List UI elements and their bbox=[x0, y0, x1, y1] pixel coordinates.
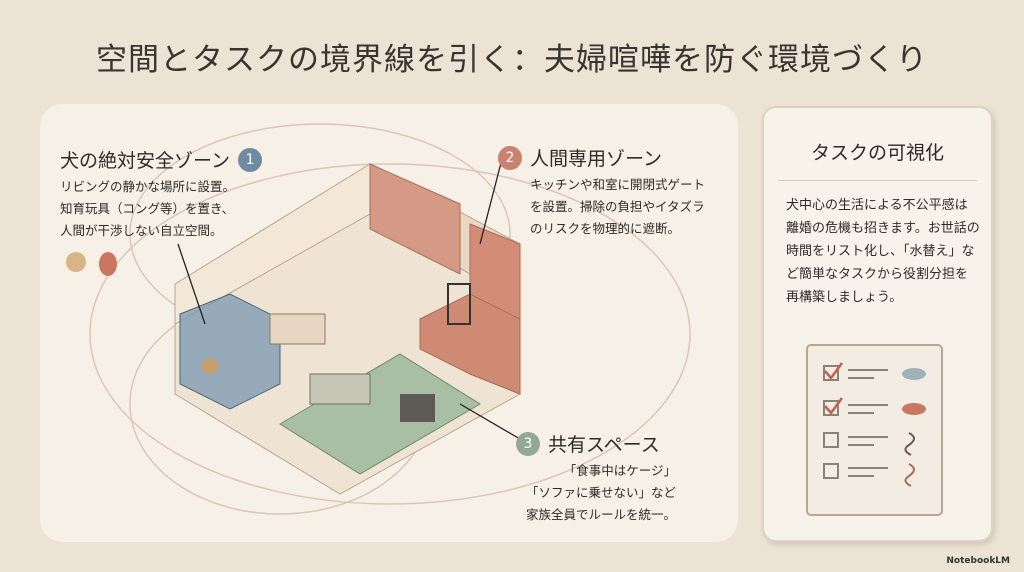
page-title: 空間とタスクの境界線を引く：夫婦喧嘩を防ぐ環境づくり bbox=[96, 42, 928, 78]
kong-toy-icon bbox=[99, 252, 117, 276]
floorplan-panel: 犬の絶対安全ゾーン 1 リビングの静かな場所に設置。 知育玩具（コング等）を置き… bbox=[40, 104, 738, 542]
zone-1-title: 犬の絶対安全ゾーン 1 bbox=[60, 146, 263, 173]
zone-1-text: リビングの静かな場所に設置。 知育玩具（コング等）を置き、 人間が干渉しない自立… bbox=[60, 179, 236, 238]
zone-3-title: 3 共有スペース bbox=[516, 430, 660, 457]
task-visualization-card: タスクの可視化 犬中心の生活による不公平感は離婚の危機も招きます。お世話の時間を… bbox=[762, 106, 993, 542]
leash-icon bbox=[904, 463, 915, 487]
sofa bbox=[309, 373, 371, 405]
leash-icon bbox=[904, 432, 915, 456]
zone-2-badge: 2 bbox=[498, 145, 522, 170]
water-bowl-icon bbox=[902, 368, 926, 380]
kitchen-zone bbox=[369, 163, 461, 275]
check-icon bbox=[824, 397, 844, 416]
zone-3-badge: 3 bbox=[516, 431, 540, 456]
zone-2-text: キッチンや和室に開閉式ゲート を設置。掃除の負担やイタズラ のリスクを物理的に遮… bbox=[530, 177, 706, 236]
isometric-house-illustration bbox=[66, 123, 691, 515]
tv bbox=[400, 394, 435, 422]
dining-table bbox=[269, 313, 326, 345]
checklist-illustration bbox=[806, 344, 943, 516]
notebooklm-logo: NotebookLM bbox=[946, 556, 1010, 566]
zone-3-text: 「食事中はケージ」 「ソファに乗せない」など 家族全員でルールを統一。 bbox=[526, 463, 677, 522]
zone-1-badge: 1 bbox=[238, 147, 263, 172]
check-icon bbox=[824, 362, 844, 381]
card-title: タスクの可視化 bbox=[810, 142, 944, 164]
divider bbox=[778, 180, 977, 181]
dog-safe-zone bbox=[179, 293, 281, 410]
food-bowl-icon bbox=[902, 403, 926, 415]
zone-2-title: 2 人間専用ゾーン bbox=[498, 144, 662, 171]
card-body: 犬中心の生活による不公平感は離婚の危機も招きます。お世話の時間をリスト化し、「水… bbox=[786, 198, 980, 305]
dog-face-icon bbox=[66, 252, 86, 272]
pet-gate bbox=[447, 283, 471, 325]
